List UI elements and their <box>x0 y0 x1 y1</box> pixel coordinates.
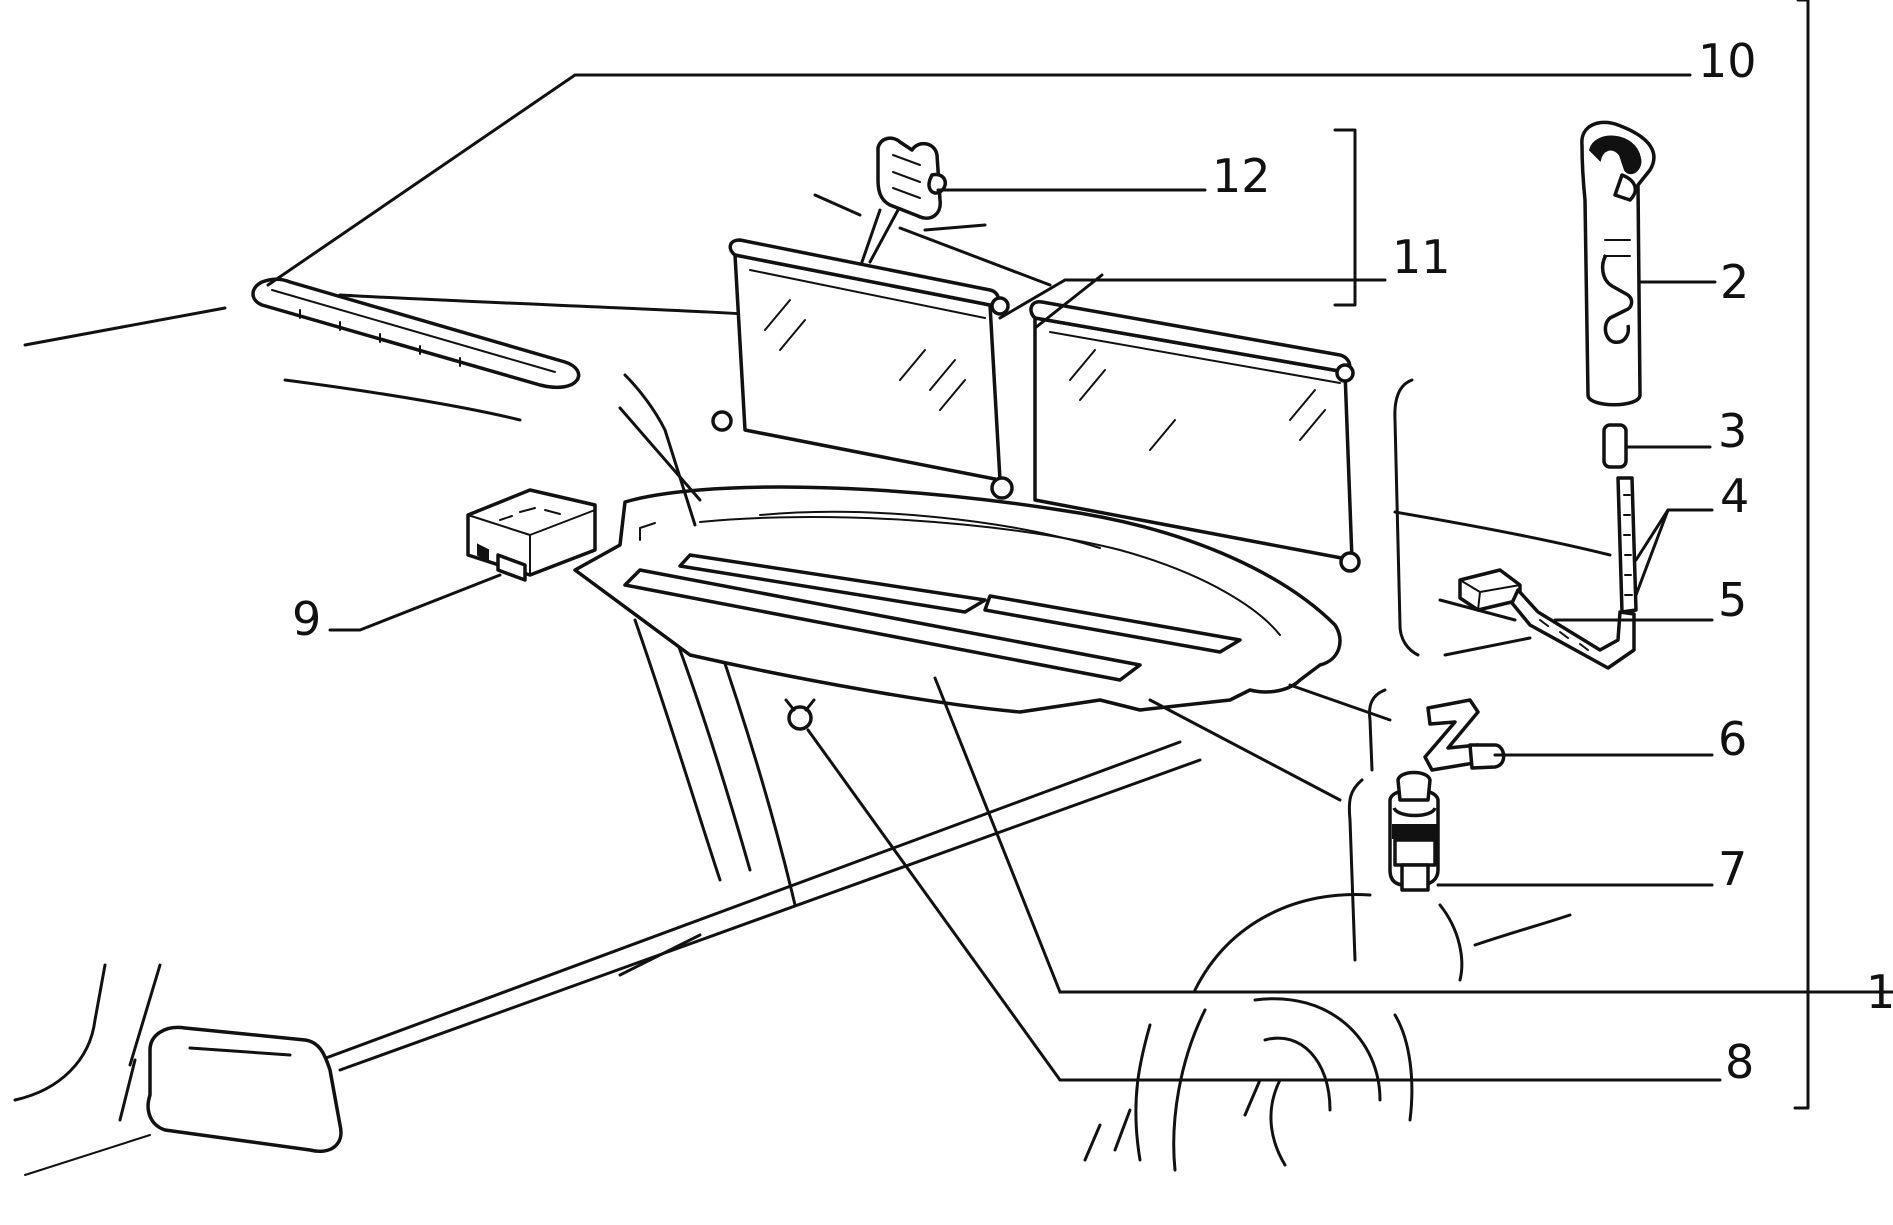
callout-5: 5 <box>1718 573 1747 627</box>
callout-10: 10 <box>1698 34 1757 88</box>
stud <box>1388 770 1440 892</box>
parcel-shelf <box>573 485 1342 714</box>
callout-8: 8 <box>1725 1035 1754 1089</box>
callout-11: 11 <box>1392 230 1451 284</box>
z-bracket <box>1423 698 1506 772</box>
rear-wheel <box>1083 997 1414 1172</box>
eye-ring <box>784 698 816 731</box>
callout-12: 12 <box>1212 149 1271 203</box>
leader-lines <box>266 73 1893 1082</box>
callout-2: 2 <box>1720 255 1749 309</box>
group-brackets <box>1333 0 1810 1110</box>
divider-panel-left <box>711 238 1014 500</box>
seal-strip <box>251 277 581 389</box>
rod <box>1616 476 1638 614</box>
callout-labels: 1 2 3 4 5 6 7 8 9 10 11 12 <box>292 34 1893 1089</box>
hook <box>1580 120 1656 407</box>
control-box <box>466 488 597 582</box>
callout-9: 9 <box>292 592 321 646</box>
callout-3: 3 <box>1718 404 1747 458</box>
cable-rod <box>1458 568 1636 670</box>
callout-4: 4 <box>1720 469 1749 523</box>
callout-1: 1 <box>1866 965 1893 1019</box>
rear-light <box>13 963 343 1176</box>
clip <box>876 136 948 220</box>
divider-panel-right <box>1029 300 1361 573</box>
callout-6: 6 <box>1718 712 1747 766</box>
sleeve <box>1602 423 1628 469</box>
callout-7: 7 <box>1718 842 1747 896</box>
